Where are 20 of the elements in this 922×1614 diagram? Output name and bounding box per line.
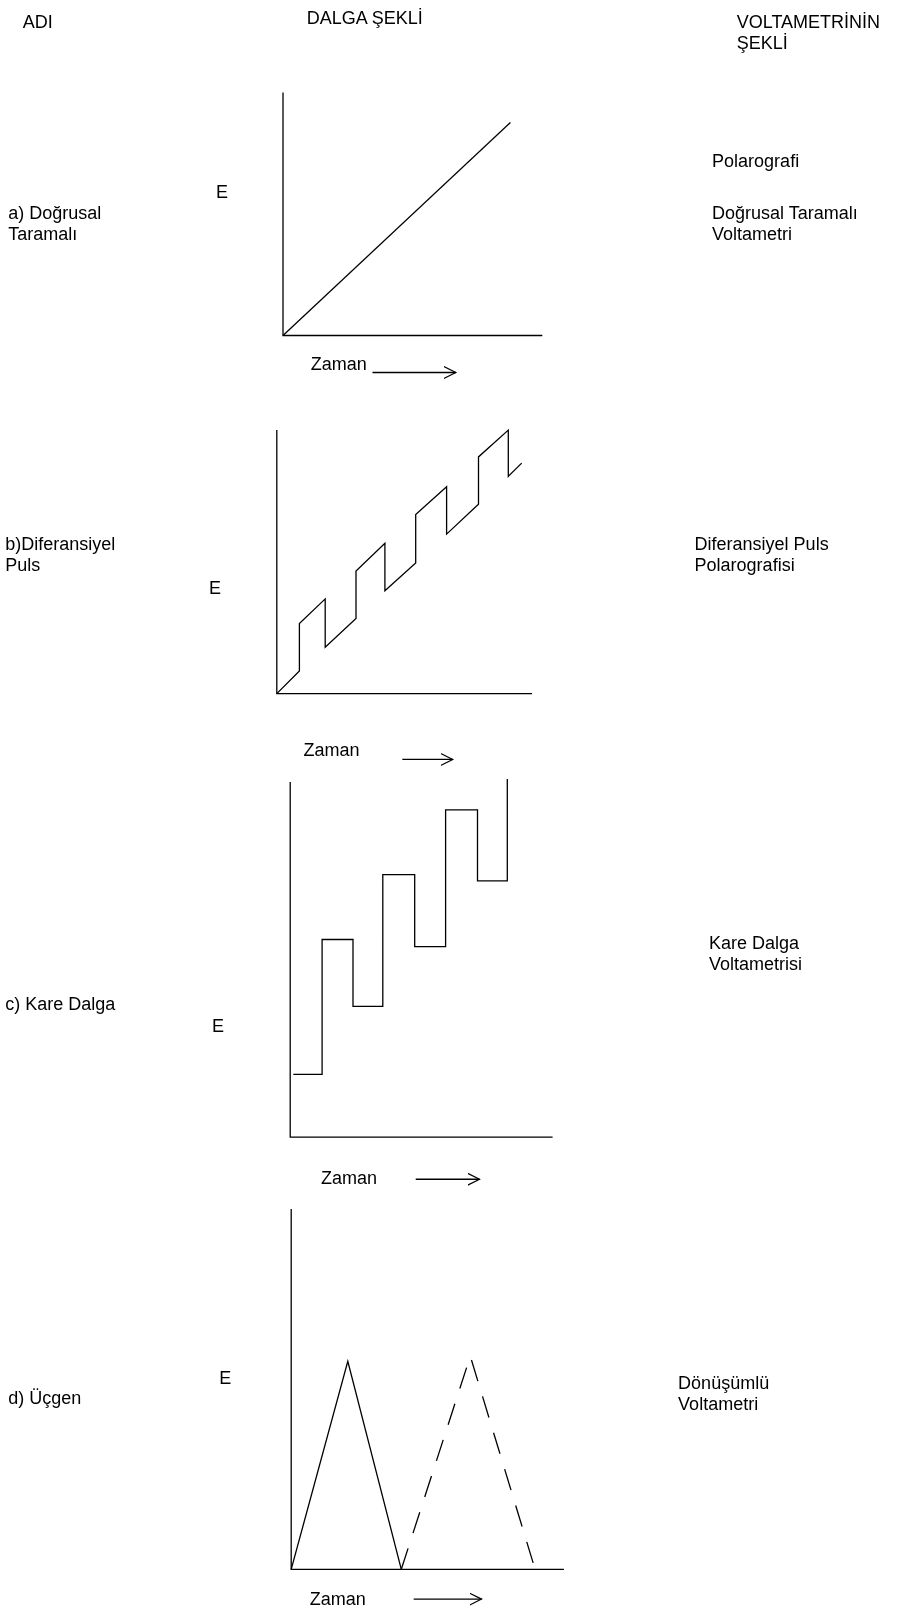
axis-label: E: [219, 1367, 232, 1389]
axis-label: Zaman: [309, 1588, 366, 1610]
method-name: Doğrusal Taramalı Voltametri: [712, 202, 859, 245]
axis-label: Zaman: [310, 353, 367, 375]
method-name: Kare Dalga Voltametrisi: [709, 933, 804, 976]
axis-label: Zaman: [321, 1167, 378, 1189]
method-name: Dönüşümlü Voltametri: [678, 1372, 771, 1415]
axis-label: E: [208, 578, 221, 600]
row-label: d) Üçgen: [8, 1388, 82, 1410]
axis-label: E: [216, 182, 229, 204]
method-name: Diferansiyel Puls Polarografisi: [694, 534, 830, 577]
row-label: a) Doğrusal Taramalı: [8, 202, 103, 245]
axis-label: Zaman: [303, 739, 360, 761]
method-name: Polarografi: [712, 151, 800, 173]
row-label: c) Kare Dalga: [5, 994, 116, 1016]
column-header: VOLTAMETRİNİN ŞEKLİ: [736, 12, 882, 55]
column-header: DALGA ŞEKLİ: [306, 8, 423, 30]
axis-label: E: [211, 1015, 224, 1037]
row-label: b)Diferansiyel Puls: [5, 534, 117, 577]
column-header: ADI: [22, 12, 53, 34]
